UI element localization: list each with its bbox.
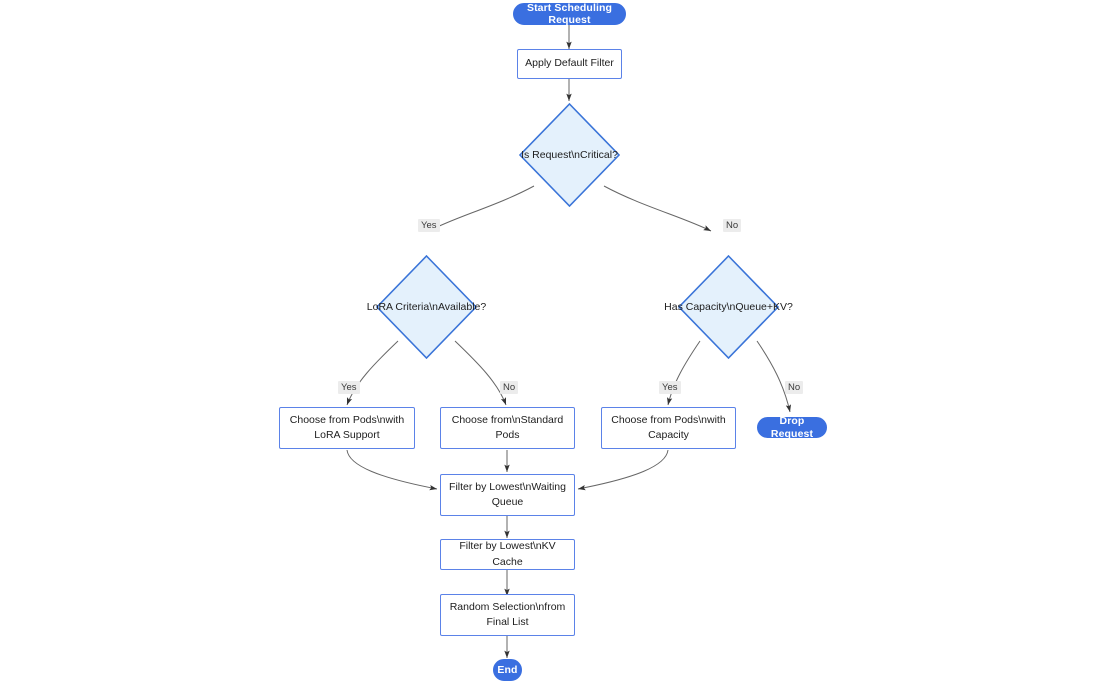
node-random-selection-lines: Random Selection\nfrom Final List	[446, 600, 570, 630]
node-apply-default-filter-label: Apply Default Filter	[525, 57, 614, 70]
edge-label-lora-no: No	[500, 381, 519, 395]
edge-choose-capacity-to-filter-queue	[577, 449, 669, 491]
node-random-selection[interactable]: Random Selection\nfrom Final List	[440, 594, 575, 636]
node-filter-kv-cache[interactable]: Filter by Lowest\nKV Cache	[440, 539, 575, 570]
node-start[interactable]: Start Scheduling Request	[513, 1, 626, 26]
node-is-request-critical-label: Is Request\nCritical?	[521, 148, 618, 161]
edge-label-lora-no-text: No	[503, 382, 516, 393]
node-choose-lora-pods-lines: Choose from Pods\nwith LoRA Support	[286, 413, 408, 443]
edge-label-critical-no: No	[723, 219, 742, 233]
node-random-selection-line2: Final List	[486, 616, 529, 628]
node-apply-default-filter[interactable]: Apply Default Filter	[517, 49, 622, 79]
node-choose-lora-pods-line2: LoRA Support	[314, 429, 380, 441]
edge-choose-lora-to-filter-queue	[346, 449, 438, 491]
decision-diamond-shape	[678, 255, 779, 359]
node-is-request-critical[interactable]: Is Request\nCritical?	[519, 103, 620, 207]
node-has-capacity-label: Has Capacity\nQueue+KV?	[664, 300, 793, 313]
decision-diamond-shape	[519, 103, 620, 207]
node-choose-standard-pods-line1: Choose from\nStandard	[451, 413, 564, 426]
node-random-selection-line1: Random Selection\nfrom	[449, 600, 566, 613]
node-choose-capacity-pods-line1: Choose from Pods\nwith	[611, 413, 726, 426]
node-filter-waiting-queue-line2: Queue	[491, 496, 524, 508]
edge-label-lora-yes: Yes	[338, 381, 360, 395]
node-choose-capacity-pods[interactable]: Choose from Pods\nwith Capacity	[601, 407, 736, 449]
node-filter-kv-cache-lines: Filter by Lowest\nKV Cache	[441, 539, 574, 569]
node-lora-criteria-available[interactable]: LoRA Criteria\nAvailable?	[367, 255, 486, 359]
node-choose-lora-pods-line1: Choose from Pods\nwith	[289, 413, 405, 426]
node-drop-request-label: Drop Request	[770, 415, 814, 440]
node-choose-standard-pods-line2: Pods	[495, 429, 520, 441]
node-end[interactable]: End	[493, 659, 522, 681]
edge-label-capacity-no-text: No	[788, 382, 801, 393]
edge-label-capacity-no: No	[785, 381, 804, 395]
edge-label-lora-yes-text: Yes	[341, 382, 357, 393]
node-choose-standard-pods[interactable]: Choose from\nStandard Pods	[440, 407, 575, 449]
node-choose-lora-pods[interactable]: Choose from Pods\nwith LoRA Support	[279, 407, 415, 449]
edge-label-critical-yes: Yes	[418, 219, 440, 233]
node-lora-criteria-available-label: LoRA Criteria\nAvailable?	[366, 300, 487, 313]
edge-label-capacity-yes-text: Yes	[662, 382, 678, 393]
node-drop-request[interactable]: Drop Request	[757, 415, 827, 440]
edge-label-critical-no-text: No	[726, 220, 739, 231]
node-choose-standard-pods-lines: Choose from\nStandard Pods	[448, 413, 567, 443]
node-choose-capacity-pods-lines: Choose from Pods\nwith Capacity	[607, 413, 729, 443]
node-has-capacity[interactable]: Has Capacity\nQueue+KV?	[664, 255, 793, 359]
node-filter-waiting-queue[interactable]: Filter by Lowest\nWaiting Queue	[440, 474, 575, 516]
node-filter-waiting-queue-line1: Filter by Lowest\nWaiting	[449, 480, 566, 493]
edge-label-capacity-yes: Yes	[659, 381, 681, 395]
node-choose-capacity-pods-line2: Capacity	[648, 429, 689, 441]
node-filter-waiting-queue-lines: Filter by Lowest\nWaiting Queue	[445, 480, 570, 510]
node-start-label: Start Scheduling Request	[526, 1, 613, 26]
edge-critical-no-to-capacity	[603, 185, 712, 232]
node-filter-kv-cache-line1: Filter by Lowest\nKV Cache	[459, 540, 556, 568]
node-end-label: End	[497, 663, 518, 676]
edge-label-critical-yes-text: Yes	[421, 220, 437, 231]
decision-diamond-shape	[376, 255, 477, 359]
